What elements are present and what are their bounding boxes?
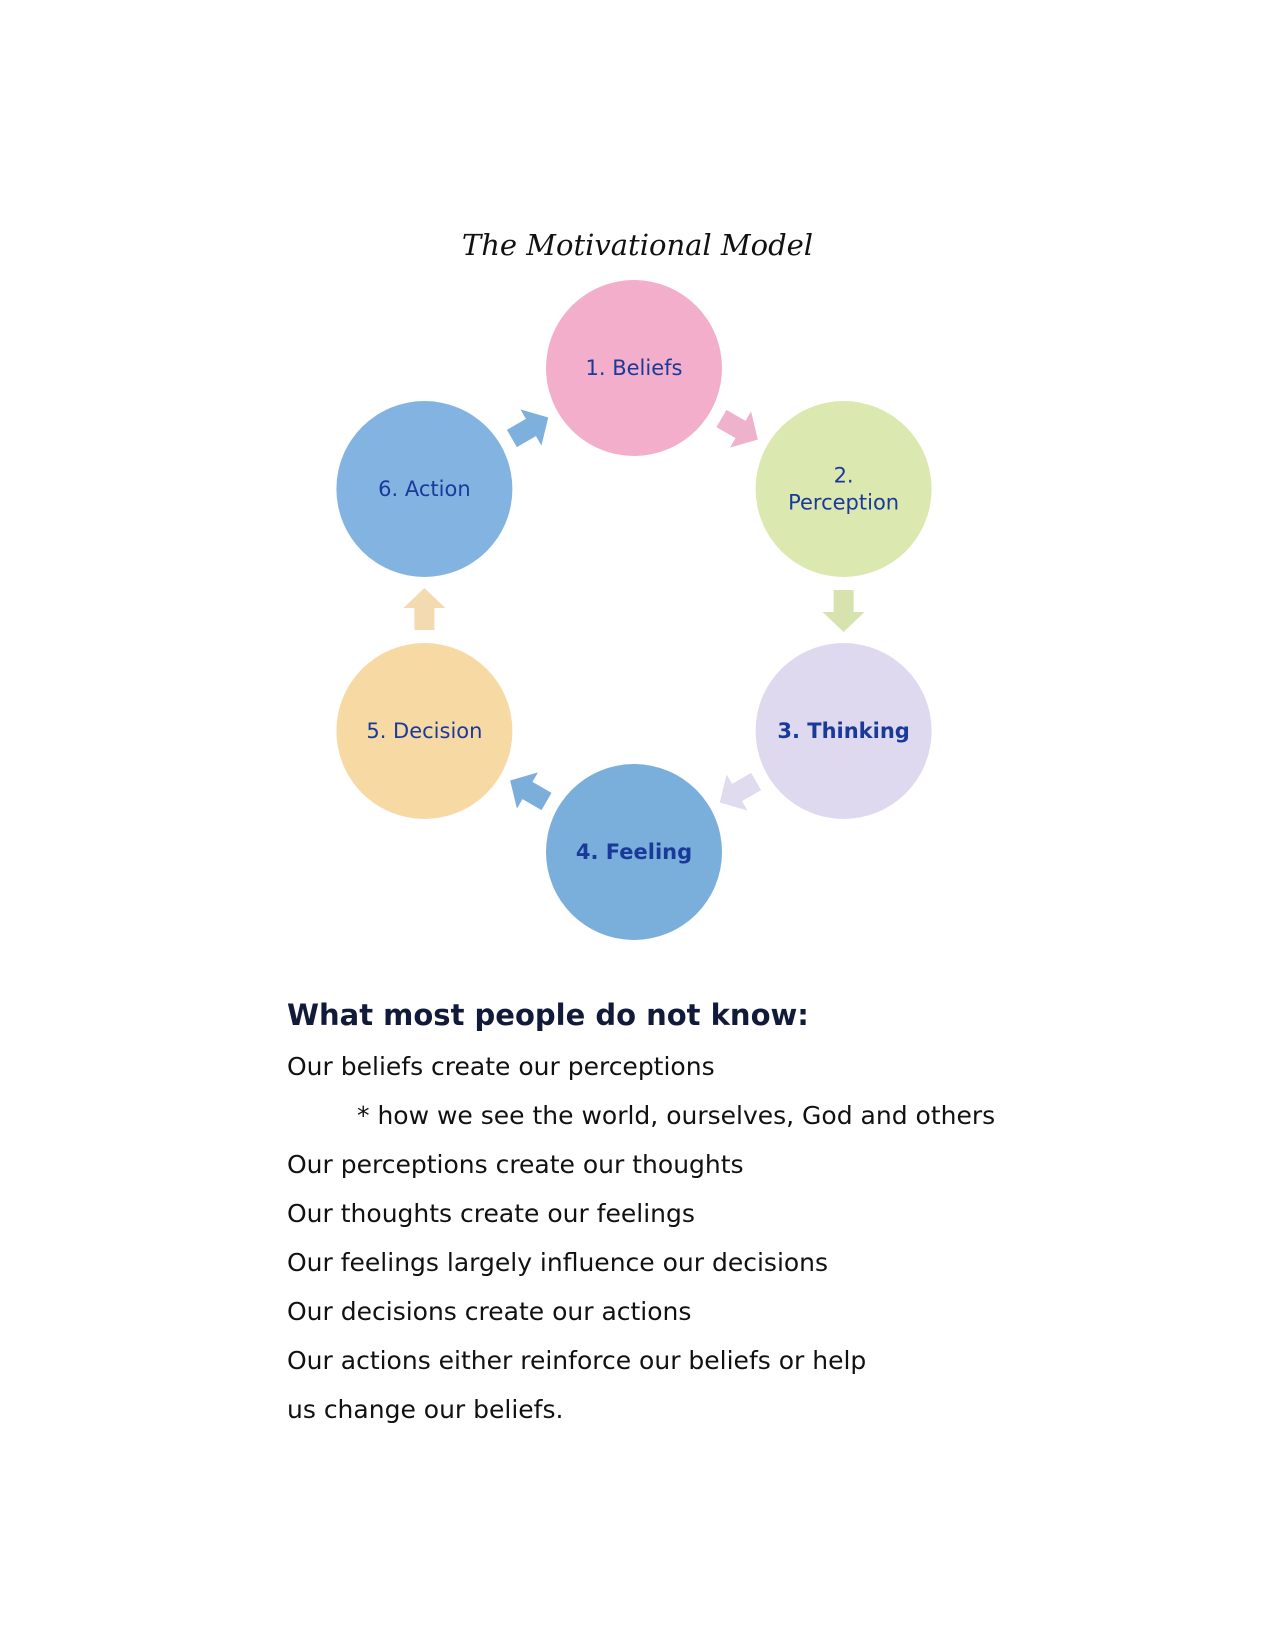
cycle-node-label: 1. Beliefs — [586, 356, 683, 380]
motivational-cycle-diagram: 1. Beliefs 2. Perception 3. Thinking 4. Feel… — [336, 280, 932, 940]
cycle-arrow-thinking-to-feeling — [719, 772, 762, 811]
cycle-node-beliefs: 1. Beliefs — [546, 280, 722, 456]
cycle-node-circle — [755, 643, 932, 819]
cycle-arrow-decision-to-action — [403, 588, 446, 630]
statement-line: Our decisions create our actions — [287, 1297, 692, 1326]
cycle-node-decision: 5. Decision — [336, 643, 513, 819]
statement-line: Our feelings largely influence our decis… — [287, 1248, 829, 1277]
cycle-node-label: 3. Thinking — [777, 719, 909, 743]
cycle-node-label: 2. — [834, 464, 854, 488]
cycle-node-circle — [755, 401, 932, 577]
cycle-node-thinking: 3. Thinking — [755, 643, 932, 819]
cycle-node-circle — [336, 643, 513, 819]
cycle-arrow-beliefs-to-perception — [716, 409, 758, 448]
cycle-node-perception: 2. Perception — [755, 401, 932, 577]
statement-line: Our beliefs create our perceptions — [287, 1052, 715, 1081]
cycle-node-label: 5. Decision — [366, 719, 482, 743]
cycle-node-label: 6. Action — [378, 477, 470, 501]
statement-line: Our thoughts create our feelings — [287, 1199, 695, 1228]
cycle-arrow-action-to-beliefs — [506, 409, 549, 448]
statement-line: Our perceptions create our thoughts — [287, 1150, 744, 1179]
cycle-node-circle — [336, 401, 513, 577]
cycle-arrow-perception-to-thinking — [822, 590, 865, 632]
section-heading: What most people do not know: — [287, 998, 809, 1032]
statement-note: * how we see the world, ourselves, God a… — [357, 1101, 996, 1130]
cycle-node-circle — [546, 764, 722, 940]
cycle-node-action: 6. Action — [336, 401, 513, 577]
cycle-node-feeling: 4. Feeling — [546, 764, 722, 940]
cycle-node-circle — [546, 280, 722, 456]
statement-line: Our actions either reinforce our beliefs… — [287, 1346, 867, 1375]
cycle-node-label: Perception — [788, 491, 899, 515]
explanation-section: What most people do not know: Our belief… — [287, 998, 1187, 1442]
diagram-title: The Motivational Model — [461, 228, 814, 262]
cycle-node-label: 4. Feeling — [576, 840, 692, 864]
statement-list: Our beliefs create our perceptions * how … — [287, 1050, 1187, 1442]
cycle-arrow-feeling-to-decision — [510, 772, 552, 811]
statement-line: us change our beliefs. — [287, 1395, 564, 1424]
